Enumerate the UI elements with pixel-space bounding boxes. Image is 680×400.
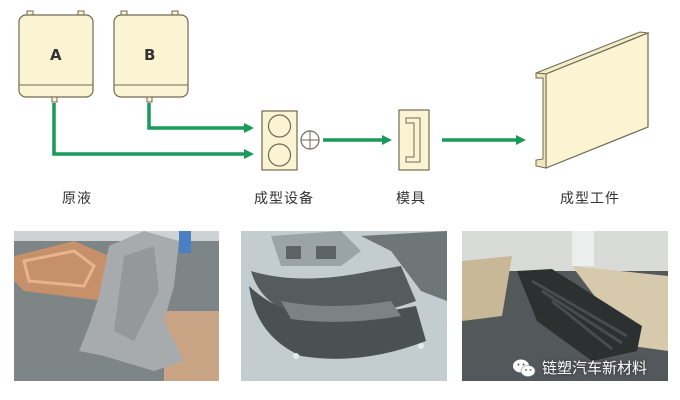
stage-label-molded-part: 成型工件 [560,191,620,207]
photo-molded-parts-row: 链塑汽车新材料 [462,231,668,381]
mold-icon [398,109,430,171]
molding-equipment-icon [261,110,320,171]
pipe-b-arrow [147,103,254,133]
stage-label-mold: 模具 [396,191,426,207]
molded-part-icon [535,31,650,169]
stage-label-molding-equipment: 成型设备 [254,191,314,207]
photo-bumpers [241,231,447,381]
tank-b-label: B [144,46,156,64]
pipe-a-arrow [52,103,254,159]
photo-underbody-panel [14,231,219,381]
process-flow-diagram [18,10,650,171]
stage-label-raw-liquid: 原液 [62,191,92,207]
watermark-text: 链塑汽车新材料 [542,359,648,377]
tank-a-label: A [50,46,62,64]
tank-a [18,10,94,103]
watermark: 链塑汽车新材料 [512,357,647,378]
wechat-icon [512,358,536,378]
tank-b [113,10,189,103]
